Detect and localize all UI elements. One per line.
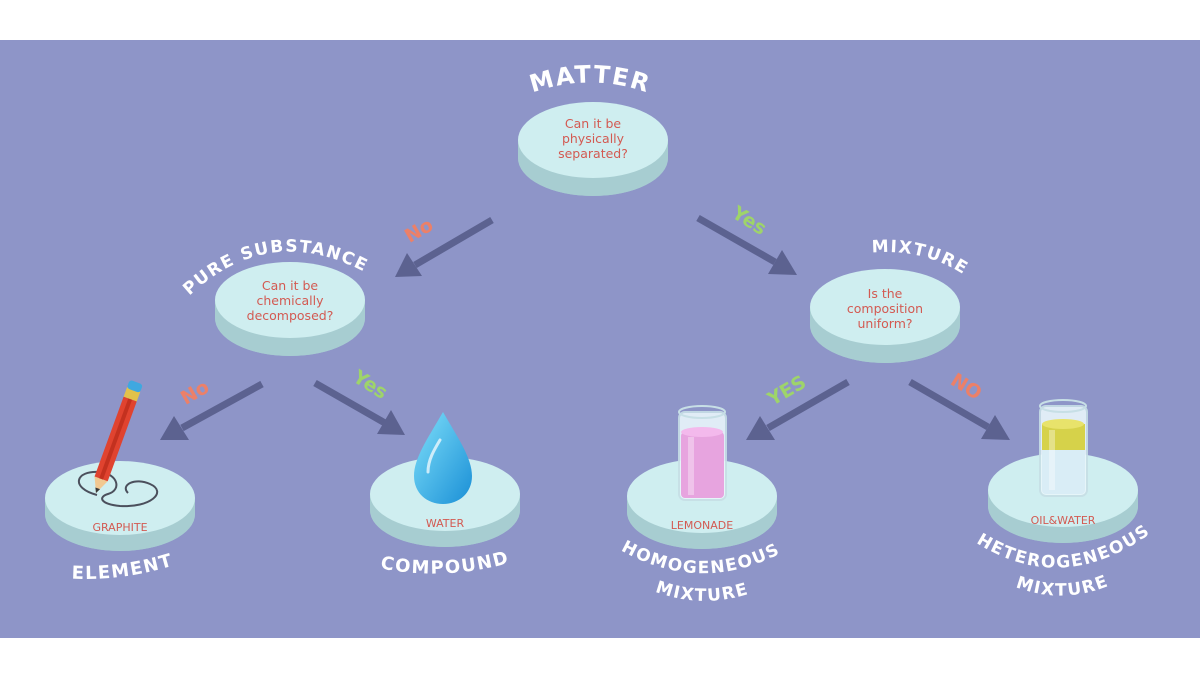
branch-label-mixture-no: NO: [947, 369, 986, 405]
pencil-icon: [94, 380, 143, 493]
homogeneous-node: LEMONADE HOMOGENEOUS MIXTURE: [618, 405, 782, 606]
pure-substance-disc: [215, 262, 365, 356]
pure-question-line-2: chemically: [256, 293, 324, 308]
homogeneous-example-label: LEMONADE: [671, 519, 733, 532]
branch-label-matter-no: No: [401, 214, 437, 248]
water-drop-icon: [414, 412, 472, 504]
matter-node: MATTER Can it be physically separated?: [518, 60, 668, 196]
homogeneous-disc: [627, 459, 777, 549]
compound-title: COMPOUND: [379, 547, 511, 578]
heterogeneous-example-label: OIL&WATER: [1031, 514, 1096, 527]
arrow-matter-to-mixture: [696, 214, 797, 275]
matter-disc: [518, 102, 668, 196]
glass-lemonade-icon: [678, 405, 727, 501]
mixture-node: MIXTURE Is the composition uniform?: [810, 237, 970, 363]
mixture-question-line-1: Is the: [868, 286, 903, 301]
branch-label-pure-no: No: [177, 376, 213, 410]
matter-title: MATTER: [526, 60, 654, 98]
branch-label-matter-yes: Yes: [727, 201, 770, 239]
graphite-scribble: [77, 470, 158, 508]
pure-question-line-3: decomposed?: [247, 308, 334, 323]
arrow-pure-to-compound: [313, 379, 405, 435]
heterogeneous-node: OIL&WATER HETEROGENEOUS MIXTURE: [973, 399, 1153, 601]
element-title: ELEMENT: [71, 550, 175, 584]
matter-question-line-2: physically: [562, 131, 625, 146]
arrow-matter-to-pure: [395, 216, 494, 277]
element-disc: [45, 461, 195, 551]
matter-question-line-3: separated?: [558, 146, 628, 161]
arrow-mixture-to-homogeneous: [746, 378, 850, 440]
compound-node: WATER COMPOUND: [370, 412, 520, 579]
pure-substance-node: PURE SUBSTANCE Can it be chemically deco…: [179, 237, 370, 356]
mixture-question-line-3: uniform?: [857, 316, 912, 331]
mixture-question-line-2: composition: [847, 301, 923, 316]
heterogeneous-title-line-2: MIXTURE: [1014, 571, 1112, 600]
matter-question-line-1: Can it be: [565, 116, 622, 131]
arrow-pure-to-element: [160, 380, 264, 440]
compound-example-label: WATER: [426, 517, 465, 530]
arrow-mixture-to-heterogeneous: [908, 378, 1010, 440]
homogeneous-title-line-2: MIXTURE: [653, 577, 751, 606]
branch-label-pure-yes: Yes: [348, 365, 391, 403]
element-example-label: GRAPHITE: [92, 521, 147, 534]
glass-oil-water-icon: [1039, 399, 1088, 497]
element-node: GRAPHITE ELEMENT: [45, 380, 195, 584]
mixture-disc: [810, 269, 960, 363]
pure-question-line-1: Can it be: [262, 278, 319, 293]
